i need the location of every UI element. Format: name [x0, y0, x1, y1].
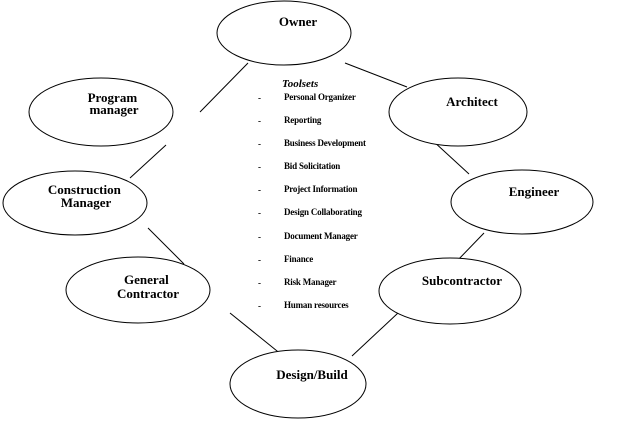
node-construction-manager-label: Construction Manager: [48, 182, 124, 210]
node-engineer: Engineer: [450, 169, 594, 235]
toolset-item-bullet: -: [258, 116, 261, 127]
edge-owner-architect: [344, 62, 408, 88]
node-subcontractor: Subcontractor: [378, 257, 522, 325]
node-owner-shape: [216, 0, 352, 66]
node-construction-manager-shape: [2, 170, 148, 236]
node-engineer-shape: [450, 169, 594, 235]
edge-architect-engineer: [431, 139, 470, 175]
edge-owner-program-manager: [199, 62, 249, 113]
toolset-item-bullet: -: [258, 208, 261, 219]
node-program-manager-label-line2: manager: [89, 102, 138, 117]
node-engineer-label: Engineer: [509, 184, 560, 199]
toolset-item-label: Design Collaborating: [284, 207, 362, 218]
node-owner-label: Owner: [279, 14, 318, 29]
node-construction-manager: Construction Manager: [2, 170, 148, 236]
toolset-item-bullet: -: [258, 162, 261, 173]
edge-subcontractor-design-build: [351, 312, 399, 357]
toolset-item-label: Risk Manager: [284, 276, 337, 287]
toolset-item-label: Personal Organizer: [284, 92, 356, 102]
toolset-item-bullet: -: [258, 277, 261, 288]
toolsets-title: Toolsets: [282, 78, 319, 90]
node-architect-shape: [388, 77, 528, 147]
toolset-item-bullet: -: [258, 93, 261, 103]
edge-construction-manager-general-contractor: [147, 227, 185, 265]
edge-general-contractor-design-build: [229, 312, 283, 356]
toolset-item-label: Finance: [284, 253, 314, 264]
toolset-item-bullet: -: [258, 139, 261, 150]
node-subcontractor-label: Subcontractor: [422, 273, 502, 288]
edge-engineer-subcontractor: [455, 232, 485, 263]
toolset-item-label: Business Development: [284, 138, 366, 149]
node-construction-manager-label-line1: Construction: [48, 182, 122, 197]
node-general-contractor-shape: [65, 256, 211, 324]
toolset-item-label: Human resources: [284, 299, 349, 310]
toolset-item-label: Reporting: [284, 115, 322, 126]
toolset-item-bullet: -: [258, 300, 261, 311]
node-design-build-label: Design/Build: [276, 367, 348, 382]
toolset-item-label: Project Information: [284, 184, 358, 195]
node-general-contractor-label-line2: Contractor: [117, 286, 179, 301]
node-general-contractor-label: General Contractor: [117, 272, 179, 301]
toolset-item-label: Document Manager: [284, 230, 358, 241]
node-program-manager-shape: [28, 77, 174, 147]
node-general-contractor: General Contractor: [65, 256, 211, 324]
toolset-item-bullet: -: [258, 185, 261, 196]
node-program-manager-label-line1: Program: [88, 90, 138, 105]
node-program-manager-label: Program manager: [88, 90, 141, 117]
node-subcontractor-shape: [378, 257, 522, 325]
node-architect: Architect: [388, 77, 528, 147]
node-architect-label: Architect: [446, 94, 498, 109]
node-construction-manager-label-line2: Manager: [61, 195, 112, 210]
toolset-item-bullet: -: [258, 254, 261, 265]
edge-program-manager-construction-manager: [129, 144, 167, 179]
toolset-item-label: Bid Solicitation: [284, 161, 341, 172]
node-owner: Owner: [216, 0, 352, 66]
node-design-build-shape: [229, 349, 367, 419]
node-general-contractor-label-line1: General: [124, 272, 169, 287]
node-program-manager: Program manager: [28, 77, 174, 147]
node-design-build: Design/Build: [229, 349, 367, 419]
toolset-item-bullet: -: [258, 231, 261, 242]
